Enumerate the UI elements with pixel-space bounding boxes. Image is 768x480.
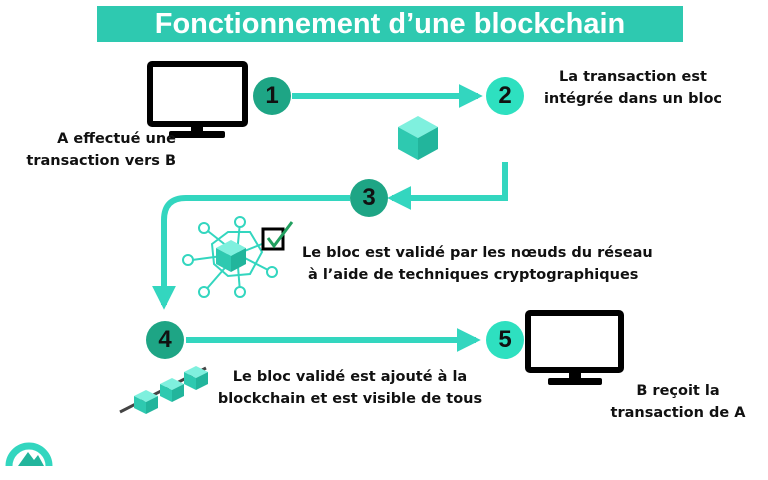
receiver-label-line-1: B reçoit la [636,383,720,399]
integrated-label-line-1: La transaction est [559,69,707,85]
checkbox-icon [261,221,294,251]
integrated-label-line-2: intégrée dans un bloc [543,91,723,107]
logo-icon [5,442,53,467]
added-label: Le bloc validé est ajouté à la blockchai… [210,366,490,410]
cube-icon [398,116,438,160]
step-3-badge: 3 [350,179,388,217]
arrow-3-to-4 [152,195,350,310]
added-label-line-1: Le bloc validé est ajouté à la [232,369,468,385]
chain-icon [119,366,208,414]
integrated-label: La transaction est intégrée dans un bloc [538,66,728,110]
receiver-label: B reçoit la transaction de A [598,380,758,424]
validated-label: Le bloc est validé par les nœuds du rése… [302,242,682,286]
page-title: Fonctionnement d’une blockchain [97,6,683,42]
sender-label-line-2: transaction vers B [26,153,176,169]
step-2-badge: 2 [486,77,524,115]
step-5-badge: 5 [486,321,524,359]
step-1-badge: 1 [253,77,291,115]
validated-label-line-1: Le bloc est validé par les nœuds du rése… [302,245,653,261]
added-label-line-2: blockchain et est visible de tous [217,391,483,407]
sender-label: A effectué une transaction vers B [26,128,176,172]
receiver-label-line-2: transaction de A [610,405,746,421]
sender-label-line-1: A effectué une [57,131,176,147]
validated-label-line-2: à l’aide de techniques cryptographiques [308,267,639,283]
computer-icon [525,310,624,385]
flow-arrows [152,84,508,352]
computer-icon [147,61,248,138]
step-4-badge: 4 [146,321,184,359]
arrow-2-to-3 [387,162,508,210]
